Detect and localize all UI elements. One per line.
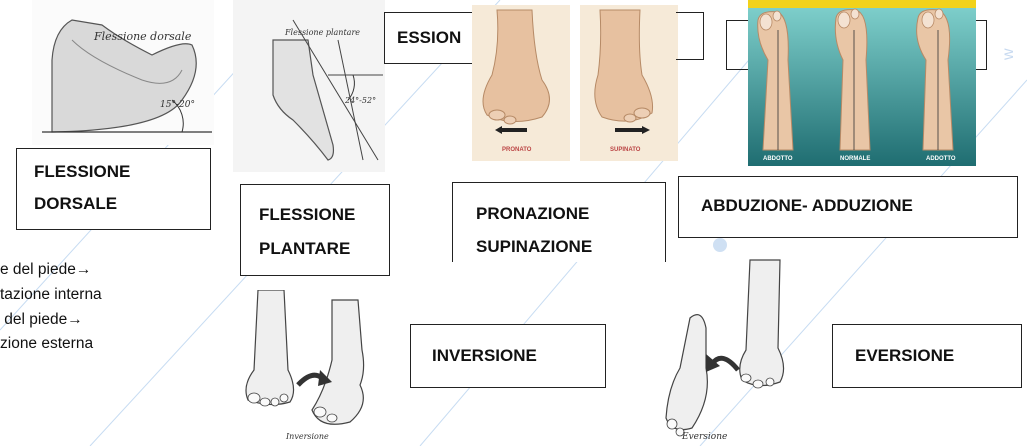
normale-caption: NORMALE [840,156,870,162]
abdotto-caption: ABDOTTO [763,156,793,162]
supinato-photo: SUPINATO [580,5,678,161]
abduction-photo: ABDOTTO NORMALE ADDOTTO [748,0,976,166]
eversione-box: EVERSIONE [832,324,1022,388]
bracket-box-2 [726,20,748,70]
inversione-label: INVERSIONE [432,345,537,368]
dorsal-flexion-illustration: Flessione dorsale 15°-20° [32,0,214,145]
inversione-script-caption: Inversione [286,432,329,441]
flessione-plantare-box: FLESSIONE PLANTARE [240,184,390,276]
side-note-1: e del piede→ [0,258,210,283]
side-note-2: tazione interna [0,283,210,308]
eversione-label: EVERSIONE [855,345,954,368]
pronazione-label: PRONAZIONE [476,203,589,226]
addotto-caption: ADDOTTO [926,156,956,162]
flessione-dorsale-box: FLESSIONE DORSALE [16,148,211,230]
inversione-box: INVERSIONE [410,324,606,388]
pronato-caption: PRONATO [502,147,531,153]
pronato-photo: PRONATO [472,5,570,161]
plantar-photo-caption: Flessione plantare [285,28,360,37]
eversion-illustration: Eversione [662,258,802,446]
side-notes: e del piede→ tazione interna del piede→ … [0,258,210,357]
flessione-dorsale-line1: FLESSIONE [34,161,130,184]
clipped-label: ESSION [397,27,461,50]
clipped-label-box: ESSION [384,12,479,64]
inversion-illustration: Inversione [240,290,396,446]
watermark-text: w [1000,0,1027,60]
flessione-plantare-line2: PLANTARE [259,238,350,261]
plantar-angle-label: 24°-52° [345,96,376,105]
plantar-flexion-illustration: Flessione plantare 24°-52° [233,0,385,172]
bracket-box-1 [676,12,704,60]
pronazione-supinazione-box: PRONAZIONE SUPINAZIONE [452,182,666,262]
eversione-script-caption: Eversione [682,432,727,442]
flessione-plantare-line1: FLESSIONE [259,204,355,227]
dorsal-angle-label: 15°-20° [160,100,195,110]
side-note-4: zione esterna [0,332,210,357]
flessione-dorsale-line2: DORSALE [34,193,117,216]
abduzione-adduzione-label: ABDUZIONE- ADDUZIONE [701,195,913,218]
abduzione-adduzione-box: ABDUZIONE- ADDUZIONE [678,176,1018,238]
supinazione-label: SUPINAZIONE [476,236,592,259]
supinato-caption: SUPINATO [610,147,640,153]
bracket-box-3 [975,20,987,70]
side-note-3: del piede→ [0,308,210,333]
dorsal-photo-caption: Flessione dorsale [94,30,191,43]
